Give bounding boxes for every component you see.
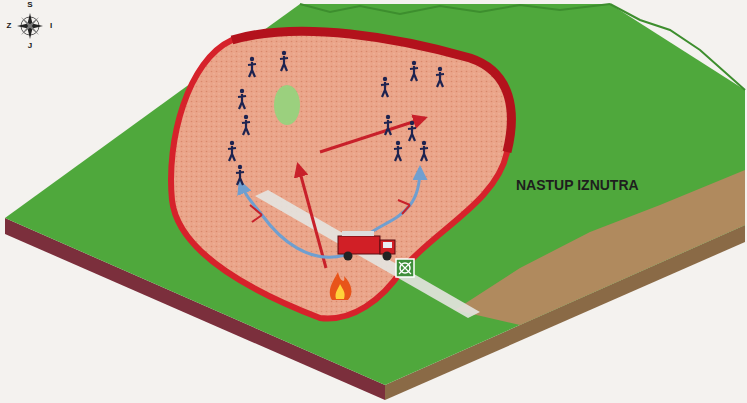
fire-truck [338,231,395,261]
compass-letter: Z [7,22,12,30]
hose-line [240,182,345,257]
diagram-title: NASTUP IZNUTRA [516,178,639,192]
hose-divider [398,200,410,214]
firefighter [408,121,416,141]
water-source-symbol [396,259,414,277]
firefighter [436,67,444,87]
terrain-top [5,4,745,385]
firefighter [420,141,428,161]
brown-field [455,170,745,325]
firefighter [394,141,402,161]
firefighter [384,115,392,135]
compass-letter: J [28,42,32,50]
bush [274,85,300,125]
firefighter [381,77,389,97]
attack-arrow [298,165,326,268]
road [255,190,480,318]
fire-origin [330,272,352,300]
hose-divider [250,205,262,222]
firefighter [248,57,256,77]
compass-letter: S [27,1,32,9]
ridge [610,4,745,90]
firefighter [238,89,246,109]
fire-zone [171,31,511,318]
firefighter [280,51,288,71]
firefighter [410,61,418,81]
firefighter [228,141,236,161]
compass-rose [17,13,43,39]
compass-letter: I [50,22,52,30]
firefighter [236,165,244,185]
firefighter-group [228,51,444,185]
attack-arrow [320,118,425,152]
ridge [300,4,610,14]
firefighter [242,115,250,135]
fire-zone-edge [232,31,511,152]
